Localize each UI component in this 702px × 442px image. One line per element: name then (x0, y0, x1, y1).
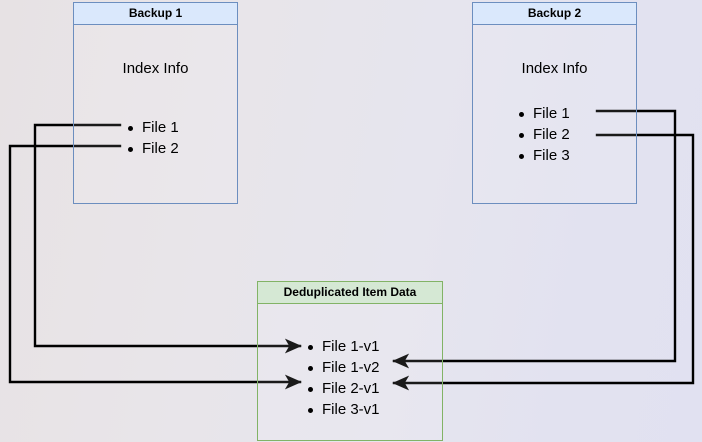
node-backup-2-body: Index Info File 1 File 2 File 3 (473, 25, 636, 203)
list-item[interactable]: File 2-v1 (306, 378, 380, 399)
list-item[interactable]: File 3-v1 (306, 399, 380, 420)
list-item[interactable]: File 2 (126, 138, 179, 159)
node-backup-2[interactable]: Backup 2 Index Info File 1 File 2 File 3 (472, 2, 637, 204)
node-dedup-title: Deduplicated Item Data (258, 282, 442, 304)
dedup-item-list: File 1-v1 File 1-v2 File 2-v1 File 3-v1 (306, 336, 380, 420)
node-backup-1[interactable]: Backup 1 Index Info File 1 File 2 (73, 2, 238, 204)
list-item[interactable]: File 1-v2 (306, 357, 380, 378)
backup-2-file-list: File 1 File 2 File 3 (517, 103, 570, 166)
node-backup-1-body: Index Info File 1 File 2 (74, 25, 237, 203)
node-dedup-body: File 1-v1 File 1-v2 File 2-v1 File 3-v1 (258, 304, 442, 440)
list-item[interactable]: File 2 (517, 124, 570, 145)
backup-1-index-label: Index Info (122, 60, 189, 77)
edge-backup1-file1-to-dedup-file1v1 (33, 123, 302, 354)
list-item[interactable]: File 1 (126, 117, 179, 138)
edge-backup2-file2-to-dedup-file2v1 (392, 133, 695, 391)
edge-backup1-file2-to-dedup-file2v1 (8, 144, 302, 390)
node-backup-2-title: Backup 2 (473, 3, 636, 25)
backup-1-file-list: File 1 File 2 (126, 117, 179, 159)
list-item[interactable]: File 3 (517, 145, 570, 166)
list-item[interactable]: File 1-v1 (306, 336, 380, 357)
list-item[interactable]: File 1 (517, 103, 570, 124)
backup-2-index-label: Index Info (521, 60, 588, 77)
node-backup-1-title: Backup 1 (74, 3, 237, 25)
node-deduplicated-item-data[interactable]: Deduplicated Item Data File 1-v1 File 1-… (257, 281, 443, 441)
